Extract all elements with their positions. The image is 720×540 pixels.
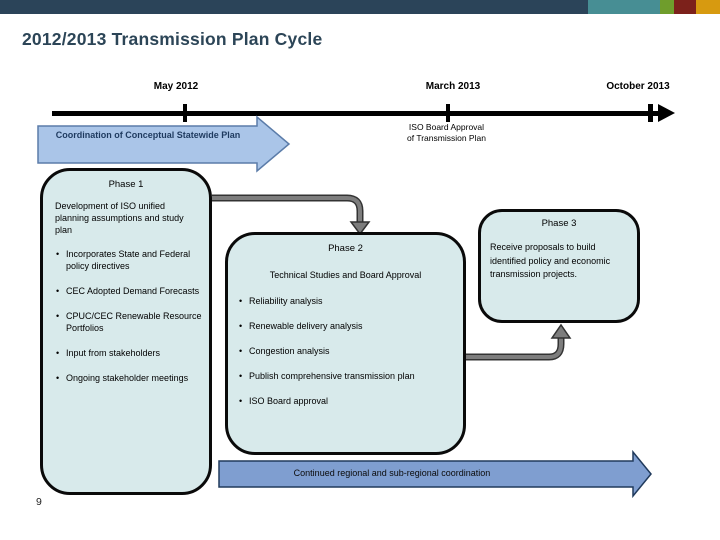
bullet-item: Ongoing stakeholder meetings: [55, 372, 203, 384]
bullet-item: Incorporates State and Federal policy di…: [55, 248, 203, 272]
iso-note-line1: ISO Board Approval: [408, 122, 485, 132]
arrow-down-icon: [349, 221, 371, 236]
phase-1-box: Phase 1 Development of ISO unified plann…: [40, 168, 212, 495]
phase1-to-phase2-connector: [212, 194, 371, 236]
bullet-item: Reliability analysis: [238, 295, 459, 307]
accent-block-maroon: [674, 0, 696, 14]
phase-1-title: Phase 1: [108, 179, 144, 190]
timeline-tick-march: [446, 104, 450, 122]
accent-block-navy: [0, 0, 588, 14]
timeline-line: [52, 111, 662, 116]
slide-title: 2012/2013 Transmission Plan Cycle: [22, 29, 323, 49]
accent-block-gold: [696, 0, 720, 14]
phase-1-bullet-list: Incorporates State and Federal policy di…: [55, 248, 203, 384]
bullet-item: Renewable delivery analysis: [238, 320, 459, 332]
bottom-arrow-shape: [218, 449, 652, 499]
iso-note-line2: of Transmission Plan: [407, 133, 486, 143]
bullet-item: Input from stakeholders: [55, 347, 203, 359]
phase-2-title: Phase 2: [328, 243, 363, 254]
bullet-item: CPUC/CEC Renewable Resource Portfolios: [55, 310, 203, 334]
timeline-label-may-2012: May 2012: [153, 81, 199, 92]
bullet-item: Publish comprehensive transmission plan: [238, 370, 459, 382]
phase-3-intro: Receive proposals to build identified po…: [490, 242, 611, 279]
coordination-arrow-label: Coordination of Conceptual Statewide Pla…: [55, 130, 241, 140]
bullet-item: CEC Adopted Demand Forecasts: [55, 285, 203, 297]
bottom-arrow-label: Continued regional and sub-regional coor…: [293, 468, 491, 478]
phase-1-intro: Development of ISO unified planning assu…: [55, 201, 184, 235]
iso-board-approval-note: ISO Board Approval of Transmission Plan: [384, 122, 509, 144]
phase-3-title: Phase 3: [541, 218, 577, 229]
arrow-right-icon: [658, 104, 675, 122]
phase-2-intro: Technical Studies and Board Approval: [269, 270, 422, 280]
top-accent-bar: [0, 0, 720, 14]
timeline-tick-may: [183, 104, 187, 122]
accent-block-green: [660, 0, 674, 14]
bullet-item: ISO Board approval: [238, 395, 459, 407]
bullet-item: Congestion analysis: [238, 345, 459, 357]
phase-2-box: Phase 2 Technical Studies and Board Appr…: [225, 232, 466, 455]
page-number: 9: [36, 496, 42, 508]
phase-3-box: Phase 3 Receive proposals to build ident…: [478, 209, 640, 323]
phase2-to-phase3-connector: [466, 323, 572, 361]
arrow-up-icon: [550, 323, 572, 339]
timeline-tick-october: [648, 104, 653, 122]
timeline-label-october-2013: October 2013: [606, 81, 670, 92]
coordination-arrow-shape: [37, 115, 291, 173]
phase-2-bullet-list: Reliability analysis Renewable delivery …: [238, 295, 459, 407]
timeline-label-march-2013: March 2013: [425, 81, 481, 92]
accent-block-teal: [588, 0, 660, 14]
